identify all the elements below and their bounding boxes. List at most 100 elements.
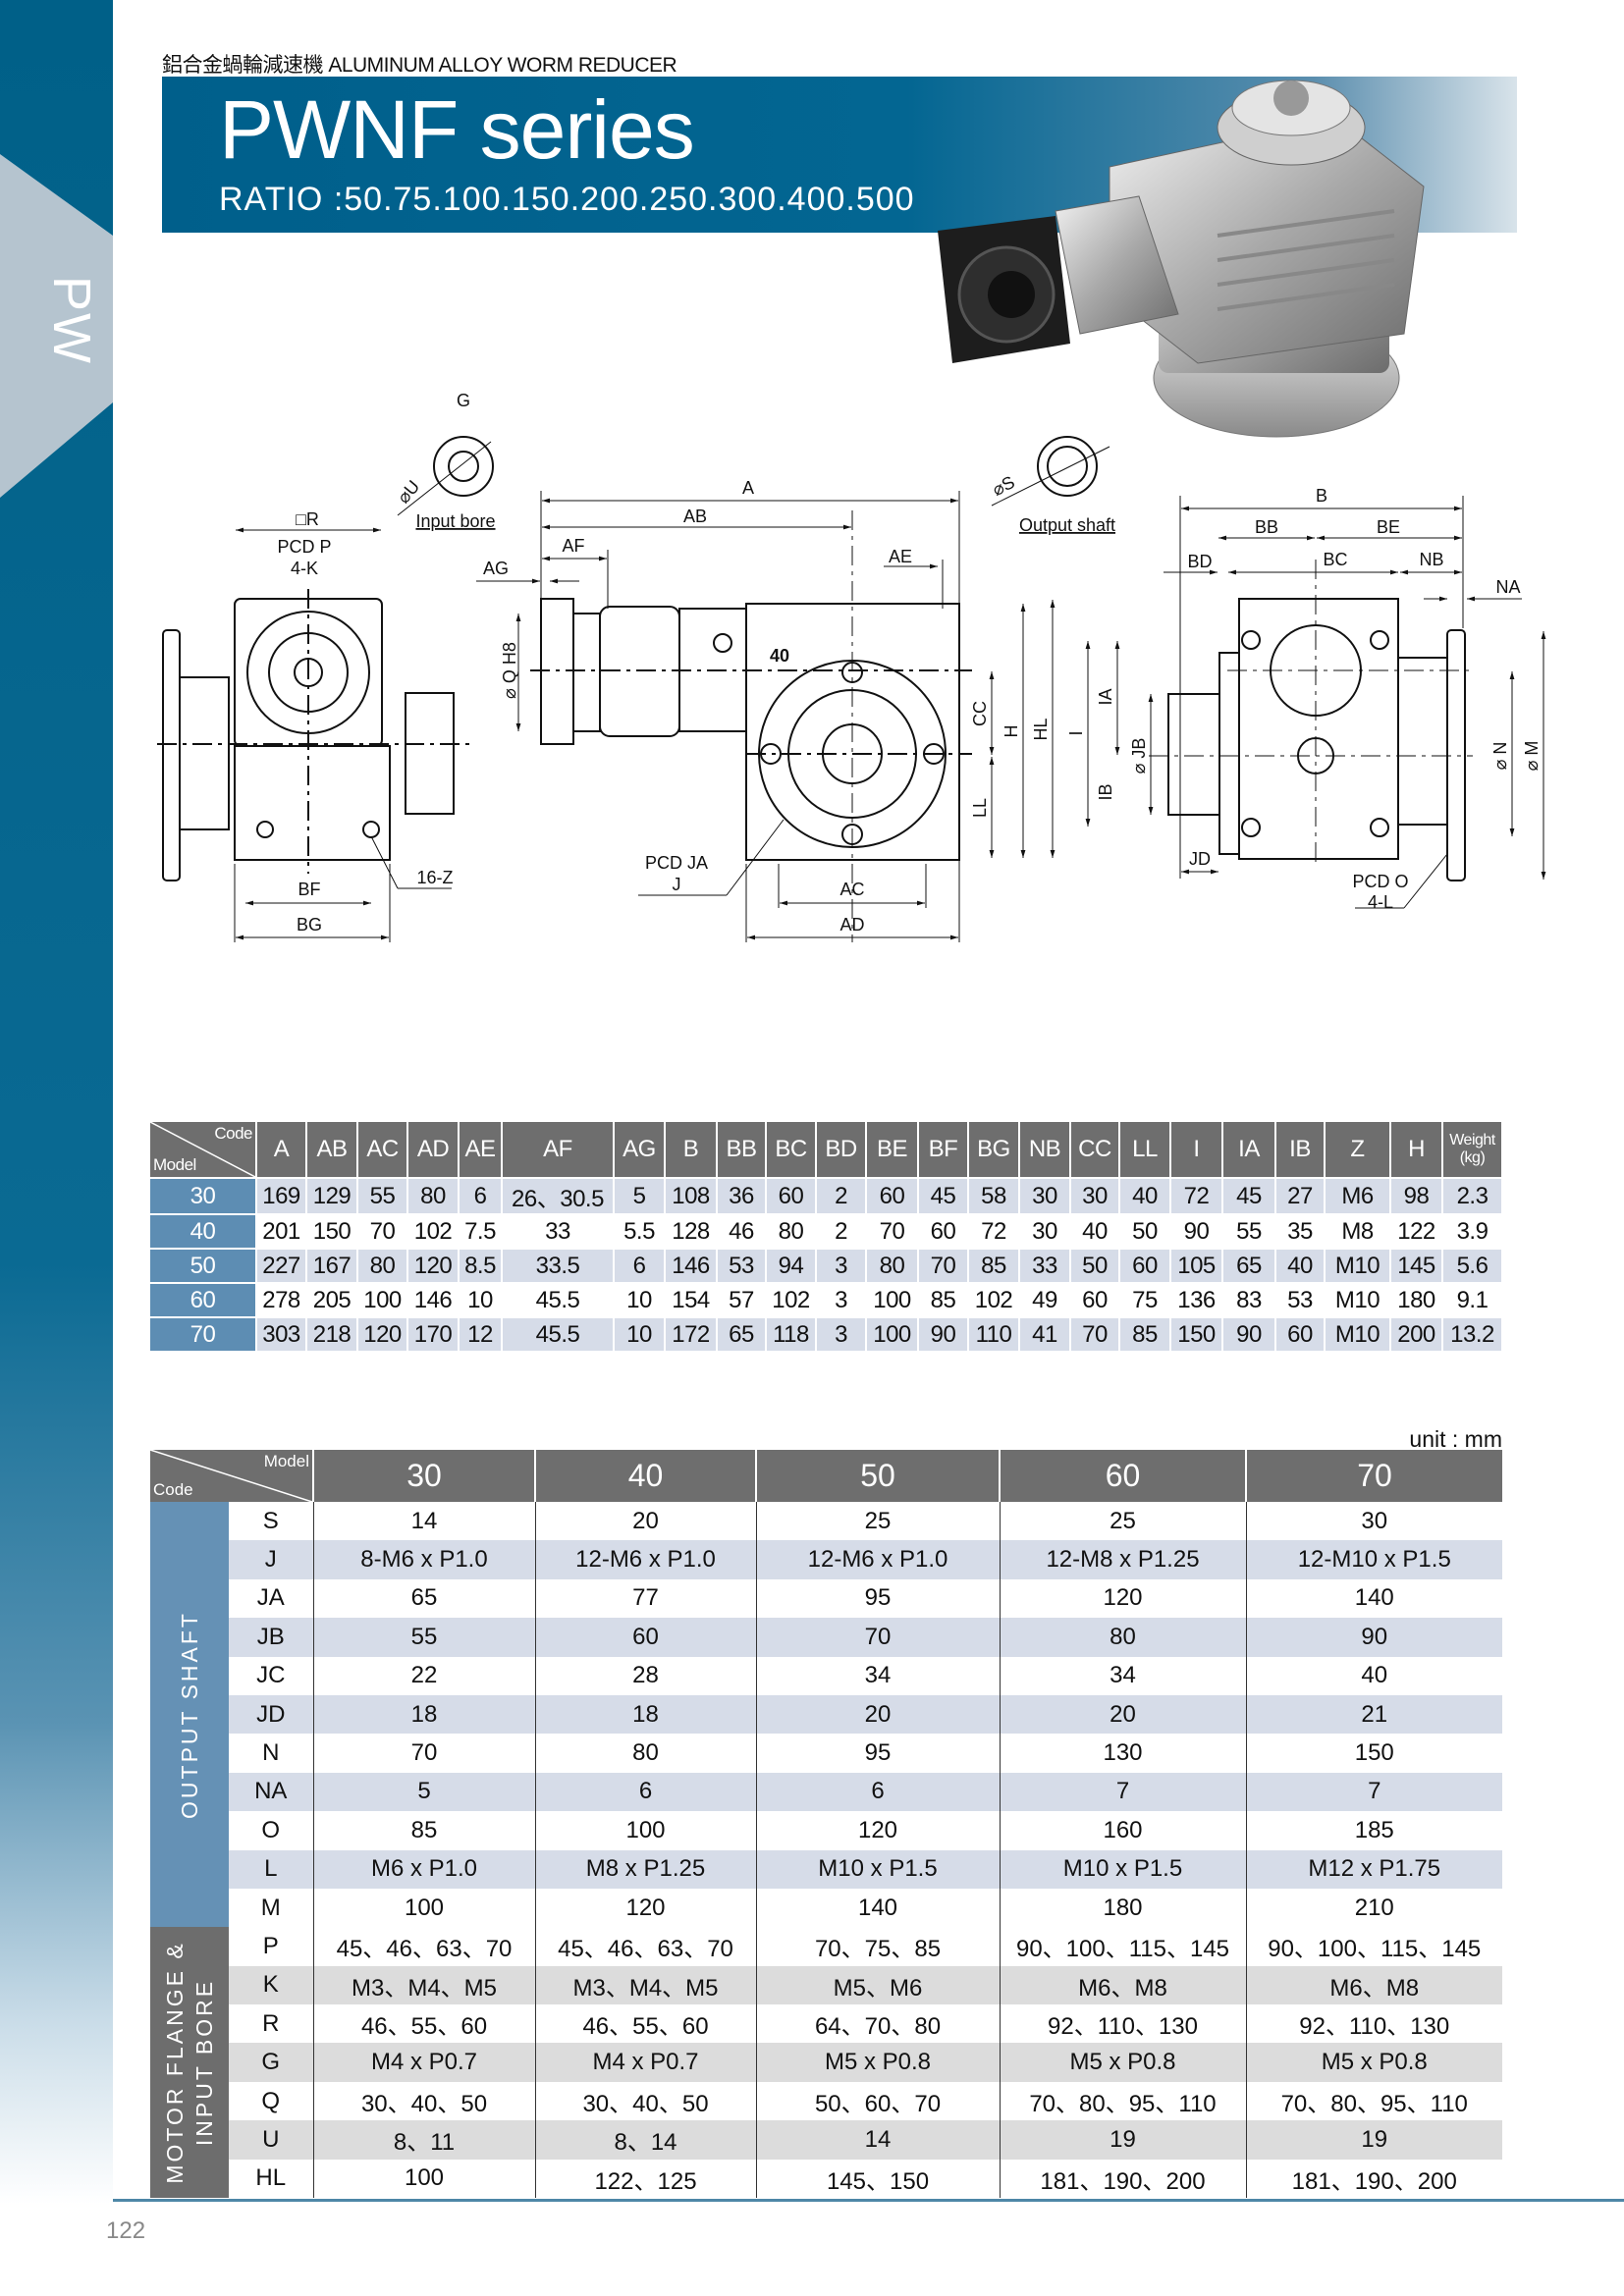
model-cell: 60 [150,1283,257,1318]
column-header: AF [502,1122,615,1179]
value-cell: M5、M6 [756,1965,1001,2005]
value-cell: 30、40、50 [313,2081,536,2121]
value-cell: 12-M10 x P1.5 [1246,1540,1502,1579]
value-cell: 120 [1000,1578,1247,1619]
label-AG: AG [483,559,509,578]
value-cell: 185 [1354,1816,1394,1843]
label-M: ⌀ M [1522,741,1542,772]
value-cell: 90 [1170,1214,1223,1250]
label-JD: JD [1189,849,1211,869]
value-cell: 94 [766,1249,817,1284]
value-cell: 92、110、130 [1000,2004,1247,2044]
model-cell: 70 [150,1317,257,1353]
value-cell: 18 [535,1694,757,1735]
side-view-input [157,436,494,942]
group-motor-flange: MOTOR FLANGE &INPUT BORE [150,1927,229,2199]
column-header: IB [1275,1122,1326,1179]
value-cell: 10 [614,1317,666,1353]
value-cell: 122、125 [535,2159,757,2199]
product-category: 鋁合金蝸輪減速機 ALUMINUM ALLOY WORM REDUCER [162,54,677,77]
label-JB: ⌀ JB [1129,738,1149,774]
value-cell: 90 [1246,1618,1502,1657]
value-cell: M8 x P1.25 [535,1849,757,1889]
value-cell: 3 [816,1249,867,1284]
value-cell: 45 [918,1178,969,1215]
label-L: 4-L [1368,892,1393,912]
value-cell: 20 [756,1694,1001,1735]
value-cell: 40 [1070,1214,1120,1250]
code-cell: JD [229,1694,314,1735]
value-cell: 145 [1390,1249,1443,1284]
dimension-labels: G ⌀U Input bore □R PCD P 4-K A AB AF AE … [277,391,1542,934]
value-cell: 27 [1275,1178,1326,1215]
label-HL: HL [1031,718,1051,740]
value-cell: 85 [968,1249,1020,1284]
value-cell: 30、40、50 [535,2081,757,2121]
value-cell: 18 [313,1694,536,1735]
value-cell: 55 [1222,1214,1276,1250]
value-cell: 40 [1275,1249,1326,1284]
value-cell: 200 [1390,1317,1443,1353]
value-cell: 3.9 [1442,1214,1503,1250]
value-cell: M3、M4、M5 [313,1965,536,2005]
value-cell: 30 [1019,1178,1071,1215]
value-cell: 6 [459,1178,503,1215]
value-cell: 154 [665,1283,718,1318]
value-cell: 14 [756,2120,1001,2160]
footer-rule [113,2199,1624,2202]
model-cell: 30 [150,1178,257,1215]
column-header: NB [1019,1122,1071,1179]
label-BG: BG [297,915,322,934]
value-cell: 169 [256,1178,307,1215]
value-cell: 46、55、60 [313,2004,536,2044]
value-cell: 70 [1070,1317,1120,1353]
value-cell: 70、75、85 [756,1927,1001,1966]
value-cell: 80 [357,1249,408,1284]
label-K: 4-K [291,559,318,578]
group-label-line: OUTPUT SHAFT [177,1610,202,1819]
value-cell: 60 [1275,1317,1326,1353]
value-cell: 70 [866,1214,919,1250]
value-cell: 25 [1000,1502,1247,1541]
value-cell: 19 [1246,2120,1502,2160]
front-view [476,491,972,942]
value-cell: 85 [313,1811,536,1850]
code-cell: S [229,1502,314,1541]
value-cell: 49 [1019,1283,1071,1318]
value-cell: 6 [756,1772,1001,1812]
code-cell: K [229,1965,314,2005]
value-cell: 8、11 [313,2120,536,2160]
value-cell: 40 [1119,1178,1171,1215]
value-cell: 100 [313,1888,536,1928]
value-cell: 50 [1070,1249,1120,1284]
value-cell: 41 [1019,1317,1071,1353]
label-H: H [1001,725,1021,738]
value-cell: 10 [459,1283,503,1318]
value-cell: 65 [717,1317,767,1353]
value-cell: 201 [256,1214,307,1250]
value-cell: 55 [313,1618,536,1657]
value-cell: 9.1 [1442,1283,1503,1318]
value-cell: M4 x P0.7 [313,2043,536,2082]
value-cell: 45、46、63、70 [313,1927,536,1966]
label-CC: CC [970,701,990,726]
value-cell: 90 [918,1317,969,1353]
label-R: □R [296,509,319,529]
group-label-line: MOTOR FLANGE & [162,1941,188,2184]
code-cell: U [229,2120,314,2160]
value-cell: M6 x P1.0 [313,1849,536,1889]
value-cell: M3、M4、M5 [535,1965,757,2005]
value-cell: 98 [1390,1178,1443,1215]
value-cell: M10 [1325,1249,1391,1284]
value-cell: 120 [357,1317,408,1353]
value-cell: 34 [756,1656,1001,1695]
value-cell: 100 [357,1283,408,1318]
